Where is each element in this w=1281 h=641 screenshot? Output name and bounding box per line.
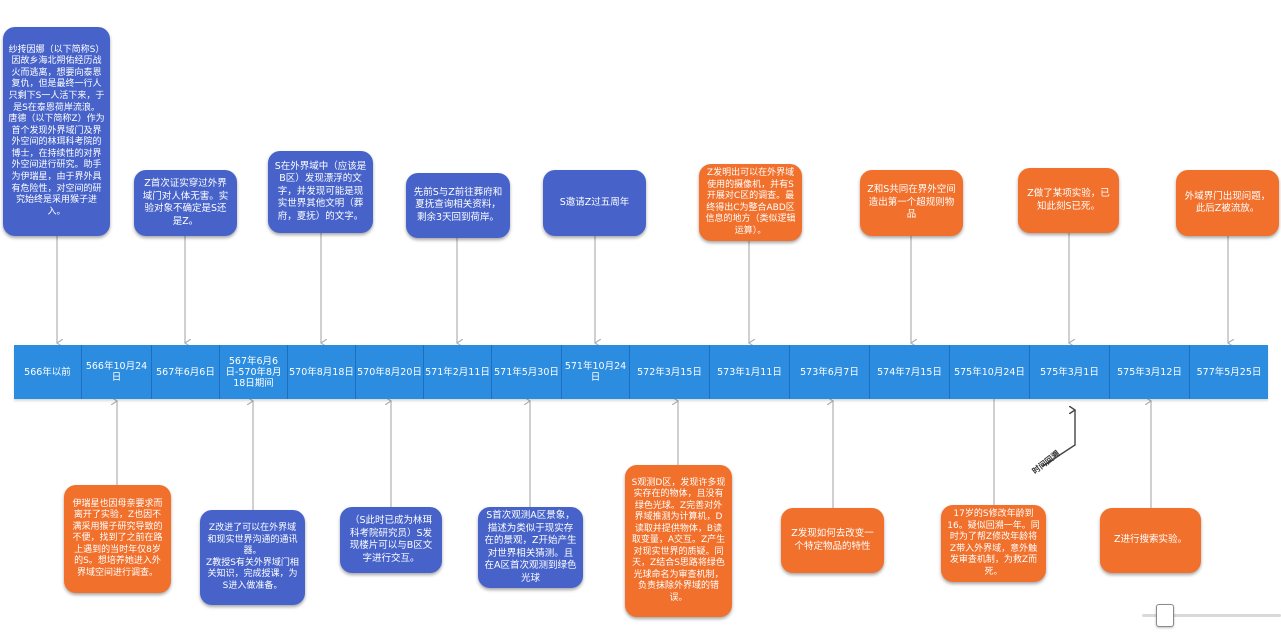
timeline-segment: 575年3月1日 — [1030, 345, 1110, 399]
event-card-top-9: 外域界门出现问题，此后Z被流放。 — [1176, 170, 1279, 236]
zoom-slider-thumb[interactable] — [1156, 604, 1174, 627]
event-card-bottom-8: Z进行搜索实验。 — [1100, 508, 1201, 573]
event-card-top-7: Z和S共同在界外空间造出第一个超规则物品 — [860, 170, 963, 236]
event-card-bottom-7: 17岁的S修改年龄到16。疑似回溯一年。同时为了帮Z修改年龄将Z带入外界域，意外… — [941, 505, 1046, 582]
event-card-top-5: S邀请Z过五周年 — [543, 170, 646, 236]
timeline-segment: 567年6月6日-570年8月18日期间 — [220, 345, 288, 399]
timeline-segment: 577年5月25日 — [1196, 366, 1262, 378]
event-card-top-6: Z发明出可以在外界域使用的摄像机，并有S开展对C区的调查。最终得出C为整合ABD… — [699, 164, 802, 241]
time-rewind-arrow — [1042, 410, 1075, 467]
timeline-segment: 566年以前 — [14, 345, 82, 399]
timeline-segment: 575年10月24日 — [950, 345, 1030, 399]
timeline-segment: 572年3月15日 — [630, 345, 710, 399]
event-card-top-1: 纱抟因娜（以下简称S）因故乡海北朔佑经历战火而逃离，想要向泰恩复仇，但是最终一行… — [3, 27, 110, 236]
timeline-segment: 575年3月12日 — [1110, 345, 1190, 399]
event-card-bottom-6: Z发现如何去改变一个特定物品的特性 — [781, 508, 884, 573]
event-card-top-8: Z做了某项实验，已知此刻S已死。 — [1018, 168, 1119, 233]
timeline-segment: 573年6月7日 — [790, 345, 870, 399]
timeline-segment: 570年8月18日 — [288, 345, 356, 399]
timeline-segment: 567年6月6日 — [152, 345, 220, 399]
timeline-segment: 571年2月11日 — [424, 345, 492, 399]
timeline-segment: 570年8月20日 — [356, 345, 424, 399]
timeline-segment: 571年5月30日 — [492, 345, 562, 399]
timeline-segment: 574年7月15日 — [870, 345, 950, 399]
timeline-segment: 571年10月24日 — [562, 345, 630, 399]
event-card-top-4: 先前S与Z前往葬府和夏抚查询相关资料，剩余3天回到荷岸。 — [406, 173, 510, 238]
zoom-slider-track[interactable] — [1142, 614, 1281, 617]
event-card-top-3: S在外界域中（应该是B区）发现漂浮的文字，并发现可能是现实世界其他文明（葬府，夏… — [268, 151, 373, 233]
event-card-bottom-2: Z改进了可以在外界域和现实世界沟通的通讯器。 Z教授S有关外界域门相关知识，完成… — [200, 510, 305, 605]
event-card-bottom-1: 伊瑞星也因母亲要求而离开了实验，Z也因不满采用猴子研究导致的不便，找到了之前在路… — [64, 485, 171, 593]
event-card-bottom-5: S观测D区，发现许多现实存在的物体，且没有绿色光球。Z完善对外界域推测为计算机，… — [625, 465, 732, 617]
timeline-segment: 573年1月11日 — [710, 345, 790, 399]
event-card-top-2: Z首次证实穿过外界域门对人体无害。实验对象不确定是S还是Z。 — [134, 170, 237, 236]
timeline-bar — [14, 345, 1268, 399]
timeline-segment: 566年10月24日 — [82, 345, 152, 399]
event-card-bottom-4: S首次观测A区景象，描述为类似于现实存在的景观，Z开始产生对世界相关猜测。且在A… — [478, 507, 583, 588]
event-card-bottom-3: （S此时已成为林珥科考院研究员）S发现楼片可以与B区文字进行交互。 — [340, 507, 442, 573]
